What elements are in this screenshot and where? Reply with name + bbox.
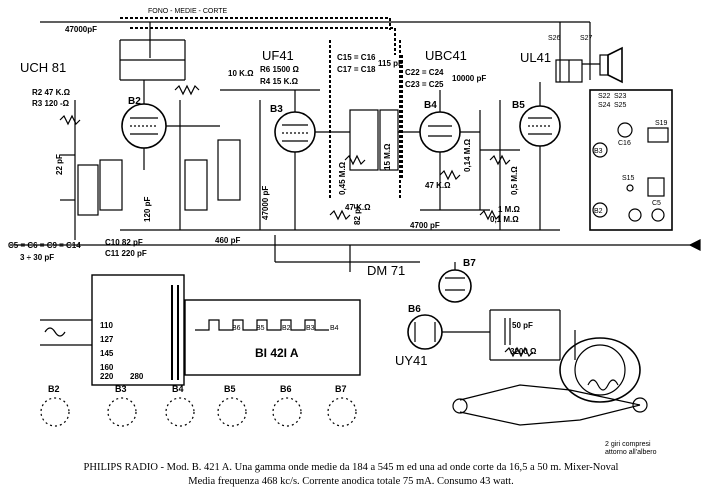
c15-capacitance: 115 pF bbox=[378, 59, 403, 68]
panel-s25: S25 bbox=[614, 102, 627, 109]
dial-note-line1: 2 giri compresi bbox=[605, 441, 651, 448]
c10-value: C10 82 pF bbox=[105, 238, 143, 247]
c82-value: 82 pF bbox=[353, 204, 362, 225]
tap-160: 160 bbox=[100, 363, 114, 372]
r05m-value: 0,5 M.Ω bbox=[510, 166, 519, 195]
dial-note-line2: attorno all'albero bbox=[605, 449, 657, 456]
c23-value: C23 = C25 bbox=[405, 80, 444, 89]
r47k-value: 47 K.Ω bbox=[345, 203, 371, 212]
socket-b7-label: B7 bbox=[335, 384, 347, 394]
tap-110: 110 bbox=[100, 321, 113, 330]
panel-b2: B2 bbox=[594, 208, 603, 215]
c22-value: C22 = C24 bbox=[405, 68, 444, 77]
c4700-value: 4700 pF bbox=[410, 221, 440, 230]
heater-b2: B2 bbox=[282, 325, 291, 332]
r15m-value: 15 M.Ω bbox=[383, 143, 392, 170]
r045-value: 0,45 M.Ω bbox=[338, 161, 347, 195]
c22-capacitance: 10000 pF bbox=[452, 74, 486, 83]
r01m-value: 0,1 M.Ω bbox=[490, 215, 519, 224]
panel-s23: S23 bbox=[614, 93, 627, 100]
tube-b4-label: B4 bbox=[424, 100, 437, 111]
heater-b6: B6 bbox=[232, 325, 241, 332]
r47k2-value: 47 K.Ω bbox=[425, 181, 451, 190]
socket-b6-label: B6 bbox=[280, 384, 292, 394]
c17-value: C17 = C18 bbox=[337, 65, 376, 74]
tap-220: 220 bbox=[100, 372, 114, 381]
band-switch-label: FONO - MEDIE - CORTE bbox=[148, 8, 228, 15]
c15-value: C15 = C16 bbox=[337, 53, 376, 62]
heater-b3: B3 bbox=[306, 325, 315, 332]
socket-b2-label: B2 bbox=[48, 384, 60, 394]
tube-ul41-label: UL41 bbox=[520, 50, 551, 65]
c47000-value: 47000 pF bbox=[261, 186, 270, 220]
c120-value: 120 pF bbox=[143, 197, 152, 222]
heater-b4: B4 bbox=[330, 325, 339, 332]
panel-s22: S22 bbox=[598, 93, 611, 100]
tube-uy41-label: UY41 bbox=[395, 353, 428, 368]
panel-b3: B3 bbox=[594, 148, 603, 155]
tap-145: 145 bbox=[100, 349, 114, 358]
tube-b7-label: B7 bbox=[463, 258, 476, 269]
caption-line-2: Media frequenza 468 kc/s. Corrente anodi… bbox=[188, 476, 514, 487]
socket-b3-label: B3 bbox=[115, 384, 127, 394]
trimmer-equality: C5 = C6 = C9 = C14 bbox=[8, 241, 81, 250]
r3200-value: 3200 Ω bbox=[510, 347, 537, 356]
r6-value: R6 1500 Ω bbox=[260, 65, 299, 74]
c11-value: C11 220 pF bbox=[105, 249, 147, 258]
r4-value: R4 15 K.Ω bbox=[260, 77, 299, 86]
tube-dm71-label: DM 71 bbox=[367, 263, 405, 278]
panel-c5: C5 bbox=[652, 200, 661, 207]
socket-b5-label: B5 bbox=[224, 384, 236, 394]
panel-s19: S19 bbox=[655, 120, 668, 127]
power-transformer-label: BI 42I A bbox=[255, 346, 299, 360]
panel-s26: S26 bbox=[548, 35, 561, 42]
tap-280: 280 bbox=[130, 372, 144, 381]
tube-b5-label: B5 bbox=[512, 100, 525, 111]
tube-ubc41-label: UBC41 bbox=[425, 48, 467, 63]
tube-b3-label: B3 bbox=[270, 104, 283, 115]
c22p-value: 22 pF bbox=[55, 154, 64, 175]
panel-s27: S27 bbox=[580, 35, 593, 42]
tap-127: 127 bbox=[100, 335, 114, 344]
tube-b2-label: B2 bbox=[128, 96, 141, 107]
r2-value: R2 47 K.Ω bbox=[32, 88, 71, 97]
c50-value: 50 pF bbox=[512, 321, 533, 330]
r3-value: R3 120 -Ω bbox=[32, 99, 70, 108]
tube-uch81-label: UCH 81 bbox=[20, 60, 66, 75]
tube-uf41-label: UF41 bbox=[262, 48, 294, 63]
heater-b5: B5 bbox=[256, 325, 265, 332]
tube-b6-label: B6 bbox=[408, 304, 421, 315]
r014-value: 0,14 M.Ω bbox=[463, 138, 472, 172]
socket-b4-label: B4 bbox=[172, 384, 184, 394]
r1m-value: 1 M.Ω bbox=[498, 205, 521, 214]
panel-c16: C16 bbox=[618, 140, 631, 147]
panel-s15: S15 bbox=[622, 175, 635, 182]
panel-s24: S24 bbox=[598, 102, 611, 109]
r10k-value: 10 K.Ω bbox=[228, 69, 254, 78]
caption-line-1: PHILIPS RADIO - Mod. B. 421 A. Una gamma… bbox=[83, 462, 619, 473]
trimmer-range: 3 ÷ 30 pF bbox=[20, 253, 54, 262]
c1-value: 47000pF bbox=[65, 25, 97, 34]
c460-value: 460 pF bbox=[215, 236, 240, 245]
